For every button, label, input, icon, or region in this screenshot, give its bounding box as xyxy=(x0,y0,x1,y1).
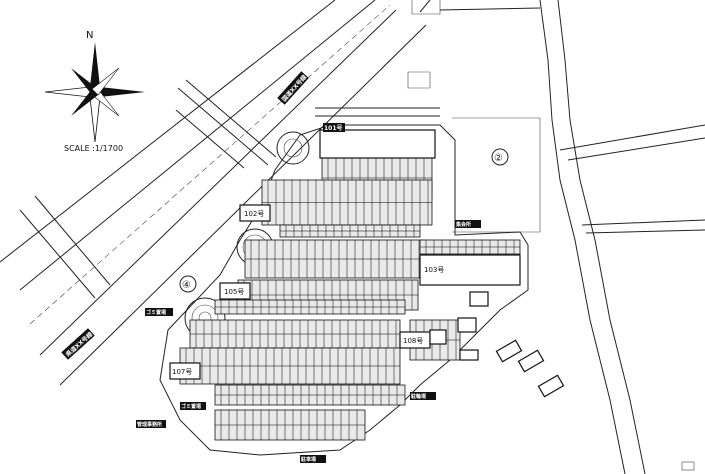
svg-text:102号: 102号 xyxy=(244,210,264,218)
corner-mark xyxy=(681,461,695,471)
building-103: 103号 xyxy=(419,254,521,286)
site-boundary xyxy=(159,124,529,456)
zone-marker-4: ④ xyxy=(179,275,197,293)
building-105: 105号 xyxy=(219,282,251,300)
north-label: N xyxy=(86,30,93,41)
svg-text:④: ④ xyxy=(182,280,191,291)
compass-rose-icon xyxy=(44,42,145,143)
svg-text:駐車場: 駐車場 xyxy=(301,456,316,463)
building-108: 108号 xyxy=(399,331,431,349)
svg-text:県道XX号線: 県道XX号線 xyxy=(64,330,94,358)
small-labels: ゴミ置場 ゴミ置場 集会所 管理事務所 駐輪場 駐車場 xyxy=(136,220,481,463)
svg-text:107号: 107号 xyxy=(172,368,192,376)
scale-label: SCALE :1/1700 xyxy=(64,144,123,153)
building-101: 101号 xyxy=(319,123,436,159)
lower-road-label-tag: 県道XX号線 xyxy=(61,328,95,360)
building-107: 107号 xyxy=(169,362,201,380)
facility-blocks xyxy=(429,291,565,398)
top-parcels xyxy=(407,0,541,233)
svg-text:ゴミ置場: ゴミ置場 xyxy=(181,403,201,410)
svg-text:駐輪場: 駐輪場 xyxy=(411,393,426,400)
building-102: 102号 xyxy=(239,204,271,222)
side-roads xyxy=(19,79,440,299)
svg-text:集会所: 集会所 xyxy=(455,221,471,228)
svg-text:②: ② xyxy=(494,153,503,164)
circular-plaza-top xyxy=(276,131,310,165)
right-roads xyxy=(419,0,705,474)
zone-marker-2: ② xyxy=(491,148,509,166)
svg-text:103号: 103号 xyxy=(424,266,444,274)
svg-text:108号: 108号 xyxy=(403,337,423,345)
svg-text:105号: 105号 xyxy=(224,288,244,296)
svg-text:ゴミ置場: ゴミ置場 xyxy=(146,309,166,316)
svg-text:管理事務所: 管理事務所 xyxy=(137,421,162,428)
svg-text:101号: 101号 xyxy=(324,124,343,132)
